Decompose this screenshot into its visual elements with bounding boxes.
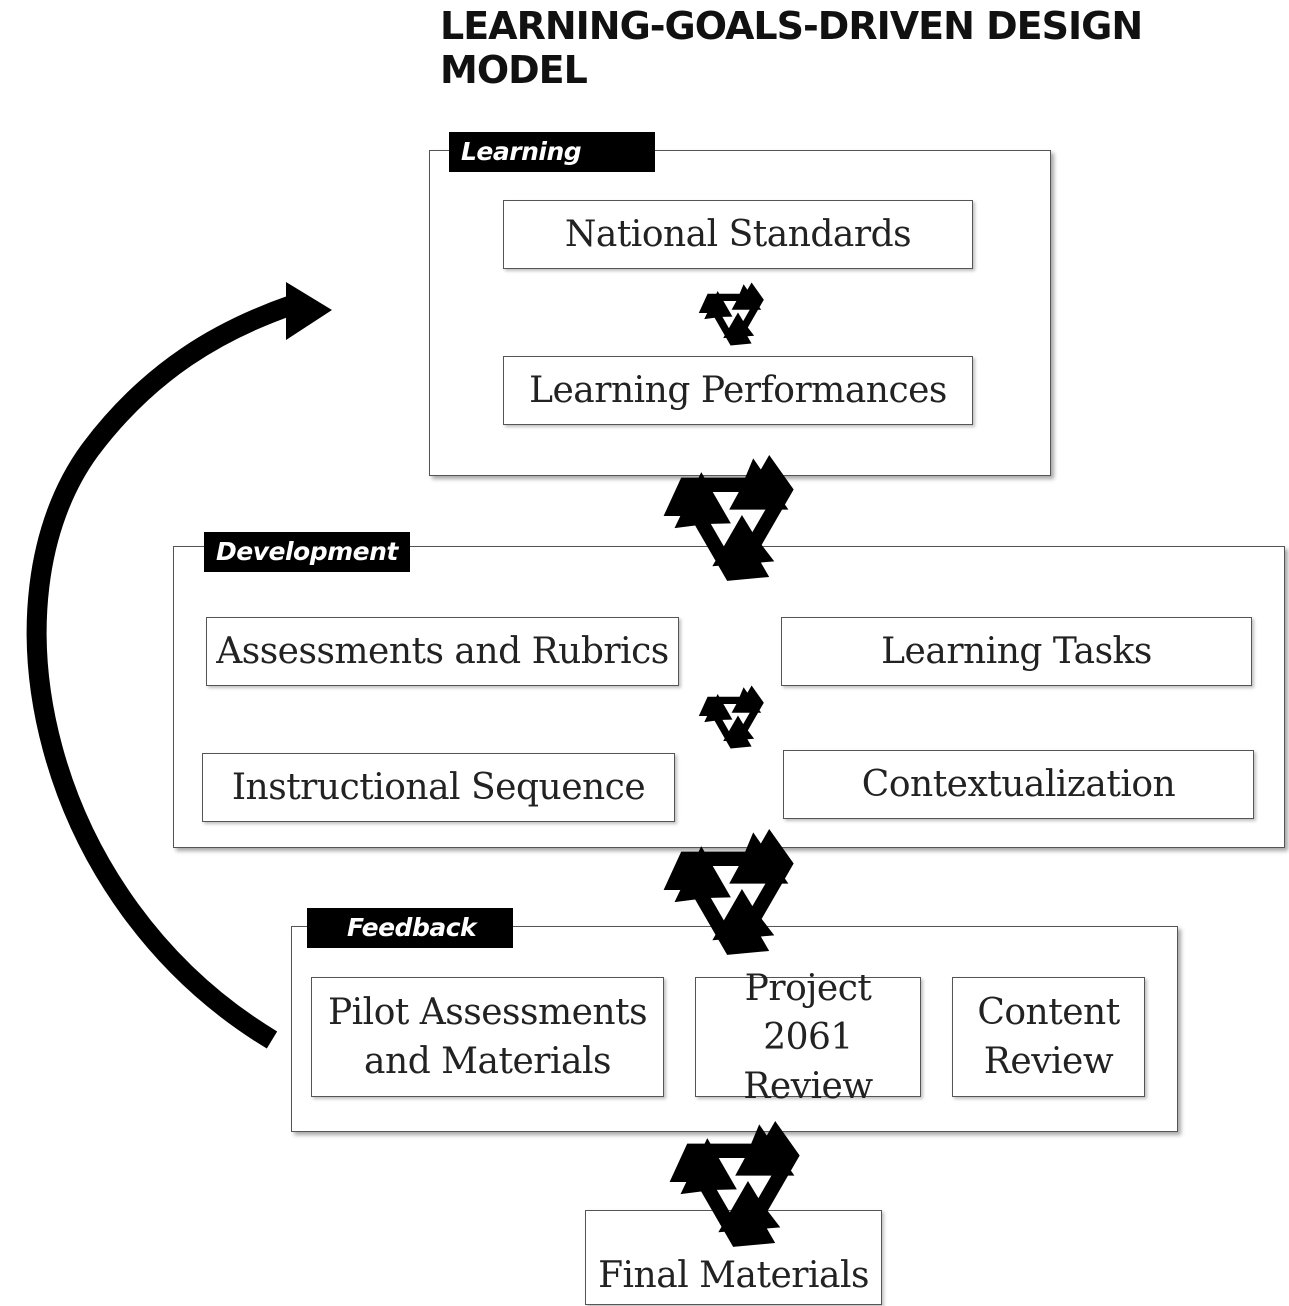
recycle-icon bbox=[654, 436, 814, 596]
pilot-assessments-box: Pilot Assessments and Materials bbox=[311, 977, 664, 1097]
recycle-icon bbox=[654, 810, 814, 970]
final-materials-box: Final Materials bbox=[585, 1210, 882, 1305]
assessments-rubrics-box: Assessments and Rubrics bbox=[206, 617, 679, 686]
recycle-icon bbox=[694, 676, 774, 756]
project-2061-review-box: Project 2061 Review bbox=[695, 968, 921, 1107]
feedback-label: Feedback bbox=[307, 908, 513, 948]
contextualization-box: Contextualization bbox=[783, 750, 1254, 819]
national-standards-box: National Standards bbox=[503, 200, 973, 269]
content-review-box: Content Review bbox=[952, 977, 1145, 1097]
instructional-sequence-box: Instructional Sequence bbox=[202, 753, 675, 822]
recycle-icon bbox=[660, 1102, 820, 1262]
page-title: LEARNING-GOALS-DRIVEN DESIGN MODEL bbox=[440, 4, 1143, 92]
learning-performances-box: Learning Performances bbox=[503, 356, 973, 425]
development-label: Development bbox=[204, 532, 410, 572]
recycle-icon bbox=[694, 273, 774, 353]
learning-goals-label: Learning Goals bbox=[449, 132, 655, 206]
learning-tasks-box: Learning Tasks bbox=[781, 617, 1252, 686]
